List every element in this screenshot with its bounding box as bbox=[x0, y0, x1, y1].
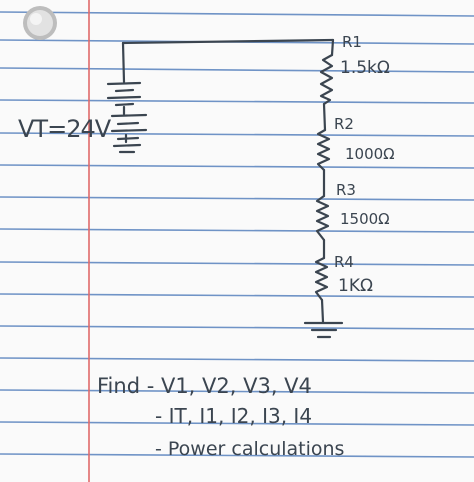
resistor-r4-value: 1KΩ bbox=[338, 276, 373, 296]
resistor-r4-name: R4 bbox=[334, 253, 354, 271]
task-line-currents: - IT, I1, I2, I3, I4 bbox=[155, 404, 312, 428]
resistor-r3-zigzag bbox=[315, 194, 330, 242]
resistor-r1-value: 1.5kΩ bbox=[340, 58, 390, 78]
resistor-r2-zigzag bbox=[316, 128, 331, 172]
circuit-wiring bbox=[121, 38, 335, 324]
task-line-voltages: Find - V1, V2, V3, V4 bbox=[97, 374, 312, 398]
resistor-r2-value: 1000Ω bbox=[345, 145, 395, 163]
task-line-power: - Power calculations bbox=[155, 438, 344, 460]
resistor-r3-name: R3 bbox=[336, 181, 356, 199]
source-voltage-label: VT=24V bbox=[18, 115, 112, 143]
resistor-r1-name: R1 bbox=[342, 33, 362, 51]
resistor-r2-name: R2 bbox=[334, 115, 354, 133]
resistor-r3-value: 1500Ω bbox=[340, 210, 390, 228]
resistor-r1-zigzag bbox=[319, 53, 334, 106]
battery-symbol bbox=[106, 81, 148, 154]
ground-symbol bbox=[303, 321, 344, 339]
resistor-r4-zigzag bbox=[314, 256, 329, 302]
binder-hole bbox=[23, 6, 57, 40]
ruled-lines bbox=[0, 11, 474, 458]
